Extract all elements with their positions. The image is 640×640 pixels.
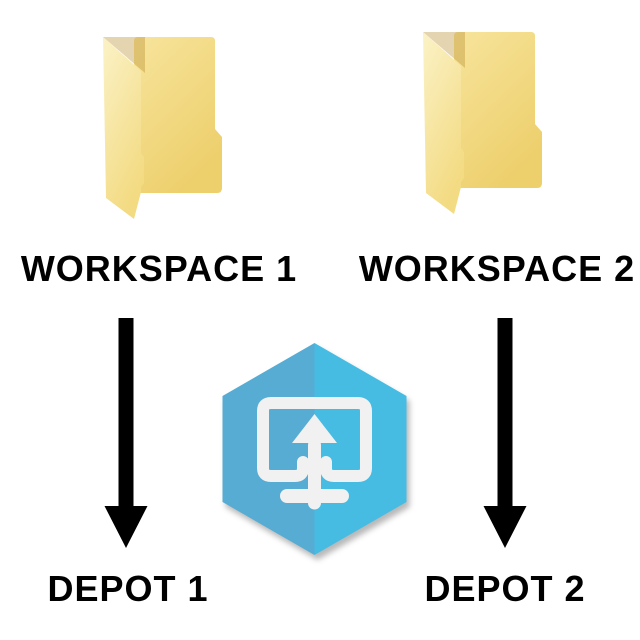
monitor-outline-icon [257, 397, 372, 482]
workspace1-label: WORKSPACE 1 [20, 248, 298, 289]
down-arrow-right-icon [483, 318, 527, 548]
depot1-label: DEPOT 1 [47, 568, 209, 609]
down-arrow-left-icon [104, 318, 148, 548]
depot2-label: DEPOT 2 [424, 568, 586, 609]
hexagon-monitor-upload-icon [205, 330, 425, 565]
upload-arrow-head [292, 414, 337, 443]
workspace2-label: WORKSPACE 2 [358, 248, 636, 289]
